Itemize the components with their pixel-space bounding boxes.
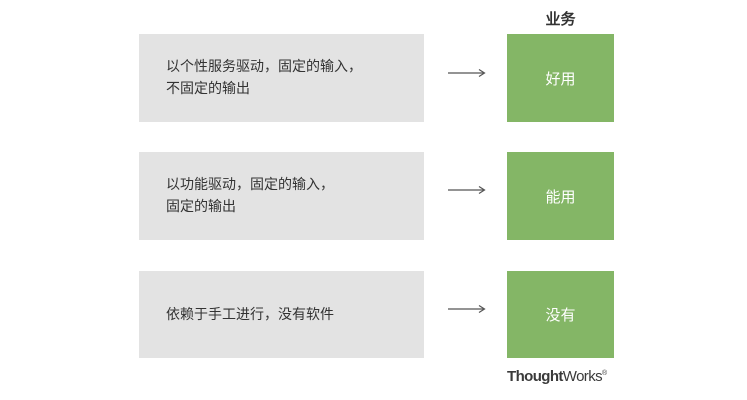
row-1-arrow-icon: [448, 68, 486, 78]
row-2-result: 能用: [507, 152, 614, 240]
row-2-description-line-2: 固定的输出: [166, 199, 236, 215]
row-2-description-line-1: 以功能驱动，固定的输入，: [166, 177, 334, 193]
row-1-result: 好用: [507, 34, 614, 122]
row-3-description: 依赖于手工进行，没有软件: [139, 271, 424, 358]
row-1-description-line-1: 以个性服务驱动，固定的输入，: [166, 59, 362, 75]
row-2-description: 以功能驱动，固定的输入， 固定的输出: [139, 152, 424, 240]
row-3-arrow-icon: [448, 304, 486, 314]
thoughtworks-logo: ThoughtWorks®: [507, 368, 617, 385]
row-3-result: 没有: [507, 271, 614, 358]
row-2-result-label: 能用: [545, 187, 576, 206]
row-1-description-line-2: 不固定的输出: [166, 81, 250, 97]
row-2-arrow-icon: [448, 185, 486, 195]
logo-trademark-mark: ®: [602, 370, 607, 377]
business-column-header: 业务: [545, 10, 576, 28]
row-3-description-line-1: 依赖于手工进行，没有软件: [166, 306, 334, 323]
logo-text-bold: Thought: [507, 368, 563, 385]
row-1-result-label: 好用: [545, 69, 576, 88]
logo-text-regular: Works: [562, 368, 603, 385]
row-3-result-label: 没有: [545, 306, 576, 324]
row-1-description: 以个性服务驱动，固定的输入， 不固定的输出: [139, 34, 424, 122]
